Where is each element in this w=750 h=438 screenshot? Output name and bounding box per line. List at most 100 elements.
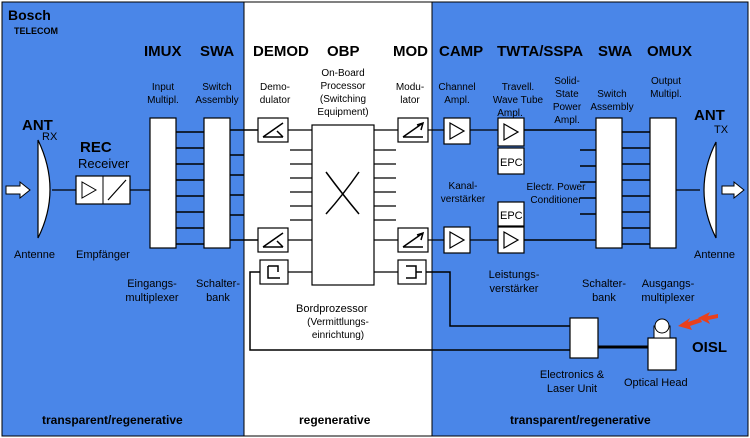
svg-text:bank: bank — [206, 292, 230, 304]
label-ant-rx: ANT — [22, 117, 53, 134]
demodulator-lower — [257, 227, 289, 253]
label-switch-assembly-left: Switch Assembly — [195, 82, 238, 106]
label-bordprozessor: Bordprozessor — [296, 303, 368, 315]
svg-text:einrichtung): einrichtung) — [312, 330, 364, 341]
label-schalter-left: Schalter- bank — [196, 278, 240, 304]
swa-omux-lines — [622, 131, 650, 245]
label-rx: RX — [42, 131, 58, 143]
twta-upper — [497, 117, 525, 147]
svg-text:Assembly: Assembly — [195, 95, 238, 106]
svg-text:Travell.: Travell. — [502, 82, 534, 93]
svg-text:Switch: Switch — [202, 82, 231, 93]
svg-text:Demo-: Demo- — [260, 82, 290, 93]
label-optical-head: Optical Head — [624, 377, 688, 389]
optical-head-block — [647, 337, 677, 371]
label-conditioner: Electr. Power Conditioner — [527, 182, 587, 206]
label-channel-ampl: Channel Ampl. — [438, 82, 475, 106]
header-mod: MOD — [393, 43, 428, 60]
label-ant-tx: ANT — [694, 107, 725, 124]
obp-switch-cross — [325, 171, 360, 215]
epc-upper — [497, 147, 525, 175]
svg-text:bank: bank — [592, 292, 616, 304]
svg-text:Laser Unit: Laser Unit — [547, 383, 597, 395]
svg-text:Electronics &: Electronics & — [540, 369, 605, 381]
svg-text:Kanal-: Kanal- — [449, 181, 478, 192]
channel-amp-lower — [443, 226, 471, 254]
svg-text:verstärker: verstärker — [441, 194, 486, 205]
header-swa-left: SWA — [200, 43, 234, 60]
svg-text:Channel: Channel — [438, 82, 475, 93]
svg-text:Processor: Processor — [320, 81, 366, 92]
epc-lower — [497, 201, 525, 227]
svg-text:lator: lator — [400, 95, 420, 106]
label-tx: TX — [714, 124, 729, 136]
svg-text:Equipment): Equipment) — [317, 107, 368, 118]
svg-text:Eingangs-: Eingangs- — [127, 278, 177, 290]
svg-text:Schalter-: Schalter- — [196, 278, 240, 290]
label-antenne-right: Antenne — [694, 249, 735, 261]
header-obp: OBP — [327, 43, 360, 60]
label-modulator: Modu- lator — [396, 82, 424, 106]
svg-text:Ampl.: Ampl. — [554, 115, 580, 126]
label-rec: REC — [80, 139, 112, 156]
obp-block — [311, 124, 375, 286]
footer-middle: regenerative — [299, 413, 371, 427]
brand-name: Bosch — [8, 7, 51, 23]
svg-text:multiplexer: multiplexer — [641, 292, 695, 304]
svg-text:verstärker: verstärker — [490, 283, 539, 295]
label-vermittlung: (Vermittlungs- einrichtung) — [307, 317, 369, 341]
svg-text:Solid-: Solid- — [554, 76, 580, 87]
svg-text:(Vermittlungs-: (Vermittlungs- — [307, 317, 369, 328]
label-ausgangs: Ausgangs- multiplexer — [641, 278, 695, 304]
header-omux: OMUX — [647, 43, 692, 60]
channel-amp-upper — [443, 117, 471, 145]
header-twta-sspa: TWTA/SSPA — [497, 43, 583, 60]
label-receiver: Receiver — [78, 156, 130, 171]
svg-text:Switch: Switch — [597, 89, 626, 100]
right-panel — [431, 1, 749, 437]
label-twt-ampl: Travell. Wave Tube Ampl. — [493, 82, 544, 119]
optical-link-lines — [249, 271, 648, 351]
laser-beam-icon — [678, 312, 718, 330]
svg-text:multiplexer: multiplexer — [125, 292, 179, 304]
demodulator-optical — [259, 259, 289, 285]
label-sspa: Solid- State Power Ampl. — [553, 76, 582, 126]
footer-left: transparent/regenerative — [42, 413, 183, 427]
svg-text:(Switching: (Switching — [320, 94, 366, 105]
label-schalter-right: Schalter- bank — [582, 278, 626, 304]
imux-swa-lines — [176, 129, 258, 245]
label-empfaenger: Empfänger — [76, 249, 130, 261]
label-output-multipl: Output Multipl. — [650, 76, 682, 100]
label-oisl: OISL — [692, 339, 727, 356]
tx-output-arrow — [721, 180, 745, 200]
label-leistungs: Leistungs- verstärker — [489, 269, 540, 295]
svg-text:Modu-: Modu- — [396, 82, 424, 93]
header-camp: CAMP — [439, 43, 483, 60]
svg-text:Conditioner: Conditioner — [530, 195, 582, 206]
svg-text:Ampl.: Ampl. — [444, 95, 470, 106]
svg-text:Power: Power — [553, 102, 582, 113]
svg-text:State: State — [555, 89, 579, 100]
svg-text:Multipl.: Multipl. — [650, 89, 682, 100]
svg-text:Schalter-: Schalter- — [582, 278, 626, 290]
tx-antenna-dish — [703, 141, 717, 239]
label-antenne-left: Antenne — [14, 249, 55, 261]
twta-lower — [497, 226, 525, 254]
twta-swa-lines — [524, 129, 596, 241]
omux-block — [649, 117, 677, 249]
label-input-multipl: Input Multipl. — [147, 82, 179, 106]
epc-upper-label: EPC — [500, 157, 523, 169]
svg-text:dulator: dulator — [260, 95, 291, 106]
label-obp-desc: On-Board Processor (Switching Equipment) — [317, 68, 368, 118]
swa-left-block — [203, 117, 231, 249]
swa-right-block — [595, 117, 623, 249]
brand-division: TELECOM — [14, 26, 58, 36]
electronics-laser-unit — [569, 317, 599, 359]
rx-input-arrow — [5, 180, 31, 200]
header-demod: DEMOD — [253, 43, 309, 60]
svg-text:Multipl.: Multipl. — [147, 95, 179, 106]
header-swa-right: SWA — [598, 43, 632, 60]
svg-text:Wave Tube: Wave Tube — [493, 95, 544, 106]
